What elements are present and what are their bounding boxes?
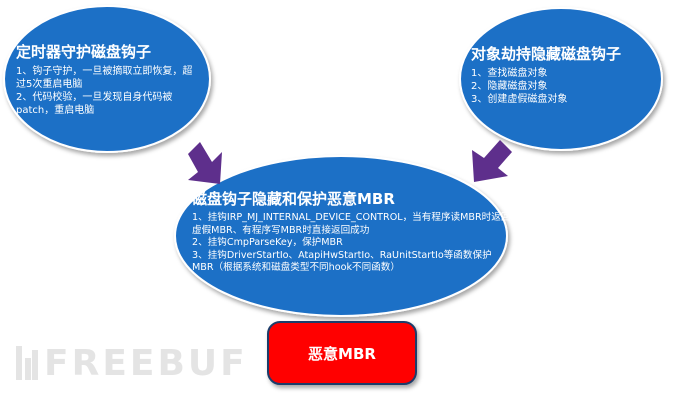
disk-hook-text: 磁盘钩子隐藏和保护恶意MBR 1、挂钩IRP_MJ_INTERNAL_DEVIC… — [192, 190, 512, 275]
arrow-right-down — [472, 140, 512, 182]
disk-hook-title: 磁盘钩子隐藏和保护恶意MBR — [192, 190, 395, 208]
timer-guard-title: 定时器守护磁盘钩子 — [16, 43, 152, 61]
watermark: FREEBUF — [16, 342, 248, 384]
object-hijack-item-2: 2、隐藏磁盘对象 — [471, 81, 548, 92]
disk-hook-item-3: 3、挂钩DriverStartIo、AtapiHwStartIo、RaUnitS… — [192, 249, 492, 274]
malicious-mbr-label: 恶意MBR — [308, 344, 376, 363]
malicious-mbr-box — [267, 321, 417, 385]
object-hijack-item-1: 1、查找磁盘对象 — [471, 68, 548, 79]
timer-guard-ellipse — [3, 5, 211, 153]
disk-hook-item-2: 2、挂钩CmpParseKey，保护MBR — [192, 237, 343, 248]
object-hijack-text: 对象劫持隐藏磁盘钩子 1、查找磁盘对象 2、隐藏磁盘对象 3、创建虚假磁盘对象 — [471, 45, 646, 106]
timer-guard-text: 定时器守护磁盘钩子 1、钩子守护，一旦被摘取立即恢复，超过5次重启电脑 2、代码… — [16, 43, 198, 117]
disk-hook-item-1: 1、挂钩IRP_MJ_INTERNAL_DEVICE_CONTROL，当有程序读… — [192, 212, 511, 236]
arrow-left-down — [188, 142, 222, 184]
object-hijack-title: 对象劫持隐藏磁盘钩子 — [471, 45, 622, 63]
timer-guard-item-2: 2、代码校验，一旦发现自身代码被patch，重启电脑 — [16, 92, 173, 116]
timer-guard-item-1: 1、钩子守护，一旦被摘取立即恢复，超过5次重启电脑 — [16, 66, 193, 90]
freebuf-logo-icon — [16, 346, 38, 380]
watermark-text: FREEBUF — [44, 342, 248, 384]
object-hijack-ellipse — [459, 7, 663, 151]
disk-hook-ellipse — [174, 155, 508, 317]
object-hijack-item-3: 3、创建虚假磁盘对象 — [471, 94, 568, 105]
